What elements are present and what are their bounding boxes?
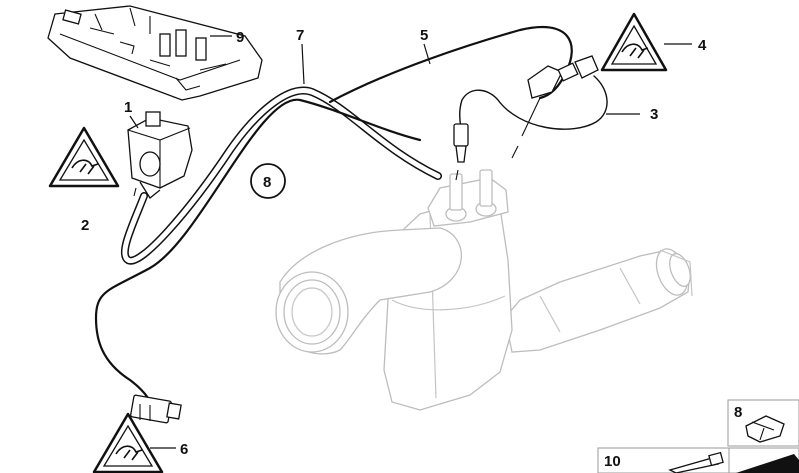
callout-2: 2 [81, 217, 89, 234]
sensor-cable-lower [453, 75, 608, 181]
warning-triangle-plug-icon [48, 126, 120, 188]
warning-triangle-plug-icon [92, 412, 164, 473]
callout-7: 7 [296, 27, 304, 44]
sensor-cable-upper [328, 25, 599, 159]
callout-6: 6 [180, 441, 188, 458]
callout-5: 5 [420, 27, 428, 44]
callout-4: 4 [698, 37, 707, 54]
leader-lines [129, 35, 692, 449]
pressure-sensor [127, 111, 193, 199]
legend-box-10 [597, 447, 799, 473]
warning-triangle-plug-icon [600, 12, 668, 72]
mounting-bracket [47, 5, 263, 101]
callout-10: 10 [604, 453, 621, 470]
legend-box-8 [727, 399, 799, 447]
callout-3: 3 [650, 106, 658, 123]
legend-callout-8: 8 [734, 404, 742, 421]
callout-8-circle [250, 163, 286, 199]
catalytic-converter [275, 169, 693, 411]
sensor-cable-left [94, 98, 422, 424]
callout-1: 1 [124, 99, 132, 116]
callout-8: 8 [263, 174, 271, 191]
callout-9: 9 [236, 29, 244, 46]
